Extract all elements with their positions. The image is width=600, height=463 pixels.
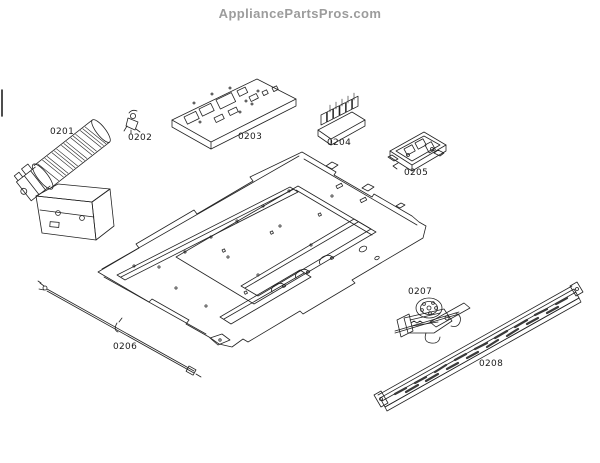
- part-0204-terminal-art: [317, 92, 366, 146]
- part-0208-rail-art: [373, 281, 584, 412]
- part-label-0206: 0206: [113, 342, 138, 352]
- part-0201-blower-art: [13, 119, 115, 241]
- site-watermark: AppliancePartsPros.com: [218, 6, 382, 21]
- part-0206-rod-art: [37, 280, 202, 378]
- part-label-0208: 0208: [479, 359, 504, 369]
- part-label-0202: 0202: [128, 133, 153, 143]
- top-panel-art: [97, 151, 427, 348]
- part-label-0201: 0201: [50, 127, 75, 137]
- part-0203-board-art: [171, 78, 297, 150]
- part-0207-lock-art: [394, 297, 471, 344]
- part-label-0205: 0205: [404, 168, 429, 178]
- part-label-0207: 0207: [408, 287, 433, 297]
- part-label-0204: 0204: [327, 138, 352, 148]
- part-label-0203: 0203: [238, 132, 263, 142]
- part-0202-clip-art: [123, 109, 141, 135]
- part-0205-relay-art: [387, 131, 447, 172]
